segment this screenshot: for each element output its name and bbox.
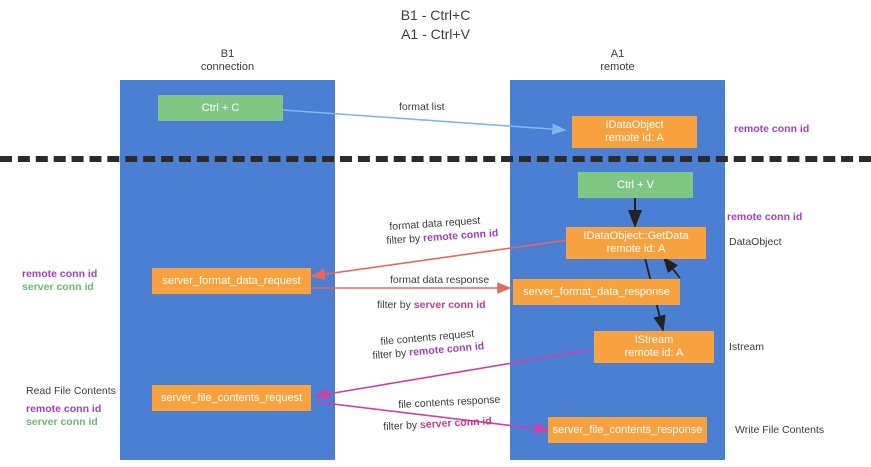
filter-prefix: filter by [383,419,421,433]
phase-divider [0,156,871,162]
filter-prefix: filter by [386,232,424,247]
node-idataobject[interactable]: IDataObject remote id: A [572,116,697,148]
lane-header-b1: B1 connection [120,48,335,74]
node-getdata-line2: remote id: A [606,243,666,255]
node-server-file-contents-request[interactable]: server_file_contents_request [152,385,311,411]
lane-header-a1-subtitle: remote [600,61,635,73]
annotation-read-file-contents: Read File Contents [26,385,116,397]
node-istream-line2: remote id: A [624,347,684,359]
annotation-left-server-conn-id: server conn id [22,281,94,293]
node-getdata-line1: IDataObject::GetData [583,230,689,242]
node-server-format-data-request-label: server_format_data_request [162,274,301,287]
edge-label-format-data-response-filter: filter by server conn id [377,299,486,312]
lane-header-b1-title: B1 [220,48,235,60]
node-server-file-contents-request-label: server_file_contents_request [160,391,303,404]
lane-header-a1-title: A1 [610,48,625,60]
annotation-left-server-conn-id-2: server conn id [26,416,98,428]
filter-key-server-conn-id: server conn id [419,415,493,432]
annotation-left-remote-conn-id-2: remote conn id [26,403,102,415]
node-server-format-data-request[interactable]: server_format_data_request [152,268,311,294]
page-title-line1: B1 - Ctrl+C [400,7,471,23]
node-server-format-data-response[interactable]: server_format_data_response [513,279,680,305]
filter-key-server-conn-id: server conn id [413,299,486,311]
node-idataobject-getdata[interactable]: IDataObject::GetData remote id: A [566,227,706,259]
node-ctrl-c-label: Ctrl + C [201,101,240,114]
node-istream[interactable]: IStream remote id: A [594,331,714,363]
annotation-write-file-contents: Write File Contents [735,424,825,436]
page-title-line2: A1 - Ctrl+V [401,26,470,42]
annotation-remote-conn-id-top: remote conn id [734,123,810,135]
edge-label-file-contents-response: file contents response [398,393,501,411]
node-ctrl-v[interactable]: Ctrl + V [578,172,693,198]
filter-prefix: filter by [377,299,414,311]
lane-header-b1-subtitle: connection [200,61,255,73]
annotation-dataobject: DataObject [729,236,782,248]
edge-label-file-contents-response-filter: filter by server conn id [383,415,492,434]
annotation-remote-conn-id-mid: remote conn id [727,211,803,223]
node-idataobject-line2: remote id: A [605,132,664,144]
node-server-file-contents-response[interactable]: server_file_contents_response [548,417,707,443]
lane-header-a1: A1 remote [510,48,725,74]
node-idataobject-line1: IDataObject [605,119,664,131]
node-ctrl-c[interactable]: Ctrl + C [158,95,283,121]
annotation-istream: Istream [729,341,765,353]
filter-prefix: filter by [372,346,410,362]
node-ctrl-v-label: Ctrl + V [617,178,654,191]
edge-label-format-data-response: format data response [390,274,490,286]
node-istream-line1: IStream [634,334,674,346]
annotation-left-remote-conn-id: remote conn id [22,268,98,280]
node-server-format-data-response-label: server_format_data_response [523,285,670,298]
node-server-file-contents-response-label: server_file_contents_response [552,423,703,436]
page-title: B1 - Ctrl+C A1 - Ctrl+V [0,6,871,44]
edge-label-format-list: format list [399,101,445,113]
